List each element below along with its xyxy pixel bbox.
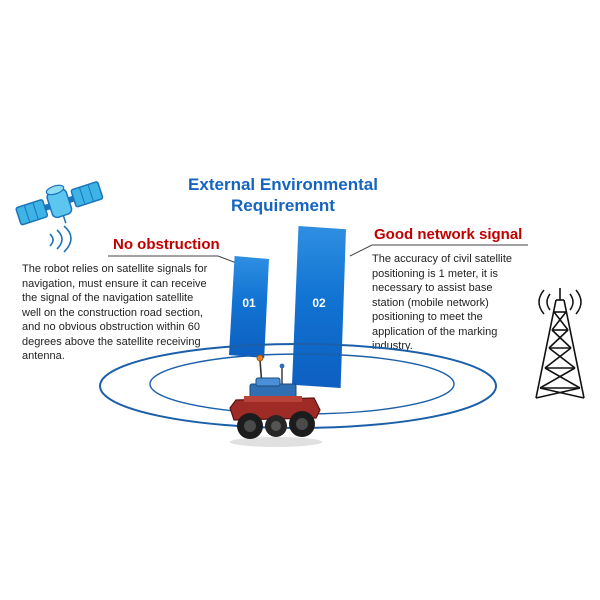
radio-tower-icon [535, 288, 585, 399]
step-number-02: 02 [312, 296, 326, 310]
left-body-text: The robot relies on satellite signals fo… [22, 263, 208, 363]
page-title: External Environmental Requirement [188, 175, 378, 216]
step-number-01: 01 [242, 296, 256, 310]
left-heading: No obstruction [113, 236, 220, 253]
signal-waves-icon [49, 225, 72, 253]
robot-illustration [229, 354, 322, 447]
step-bar-02: 02 [292, 226, 346, 388]
step-bar-01: 01 [229, 256, 269, 358]
right-body-text: The accuracy of civil satellite position… [372, 253, 512, 353]
right-heading: Good network signal [374, 226, 523, 243]
tower-signal-waves-icon [538, 289, 582, 315]
satellite-icon [15, 181, 104, 253]
